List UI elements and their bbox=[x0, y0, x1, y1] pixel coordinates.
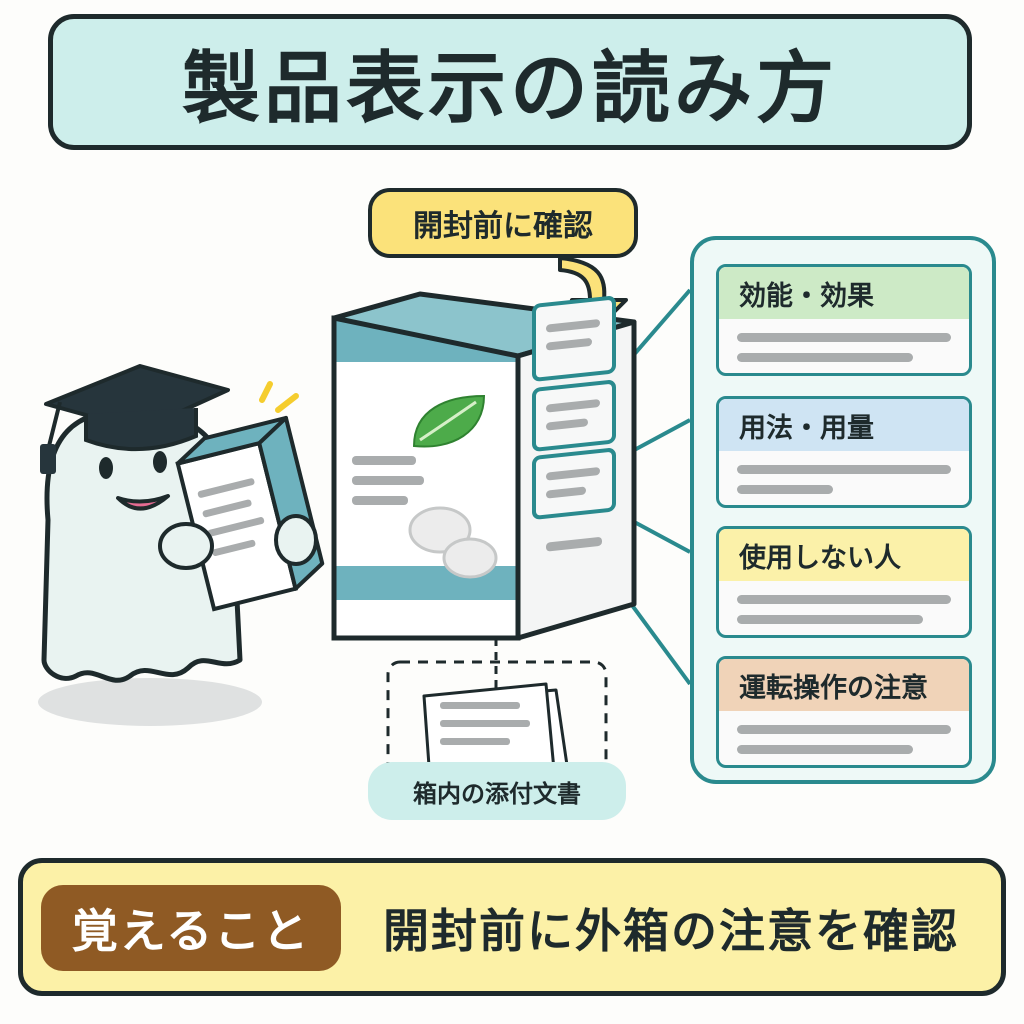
card-dosage: 用法・用量 bbox=[716, 396, 972, 508]
summary-message: 開封前に外箱の注意を確認 bbox=[383, 904, 959, 958]
card-text-line bbox=[737, 615, 923, 624]
card-text-line bbox=[737, 465, 951, 474]
ghost-shadow bbox=[38, 678, 262, 726]
ghost-mascot-icon bbox=[40, 364, 325, 683]
leaflet-document-icon bbox=[422, 682, 570, 782]
card-driving-caution: 運転操作の注意 bbox=[716, 656, 972, 768]
card-text-line bbox=[737, 725, 951, 734]
card-text-line bbox=[737, 595, 951, 604]
summary-badge: 覚えること bbox=[41, 885, 341, 971]
card-contraindicated: 使用しない人 bbox=[716, 526, 972, 638]
page-title: 製品表示の読み方 bbox=[181, 44, 838, 134]
card-contraindicated-label: 使用しない人 bbox=[719, 529, 969, 581]
medicine-box-icon bbox=[331, 291, 637, 641]
card-dosage-label: 用法・用量 bbox=[719, 399, 969, 451]
label-sections-panel: 効能・効果 用法・用量 使用しない人 運転操作の注意 bbox=[690, 236, 996, 784]
summary-banner: 覚えること 開封前に外箱の注意を確認 bbox=[18, 858, 1006, 996]
card-text-line bbox=[737, 745, 913, 754]
card-text-line bbox=[737, 333, 951, 342]
card-efficacy: 効能・効果 bbox=[716, 264, 972, 376]
callout-check-before-opening: 開封前に確認 bbox=[368, 188, 638, 258]
card-text-line bbox=[737, 485, 833, 494]
card-text-line bbox=[737, 353, 913, 362]
card-driving-caution-label: 運転操作の注意 bbox=[719, 659, 969, 711]
document-label: 箱内の添付文書 bbox=[368, 762, 626, 820]
title-banner: 製品表示の読み方 bbox=[48, 14, 972, 150]
card-efficacy-label: 効能・効果 bbox=[719, 267, 969, 319]
